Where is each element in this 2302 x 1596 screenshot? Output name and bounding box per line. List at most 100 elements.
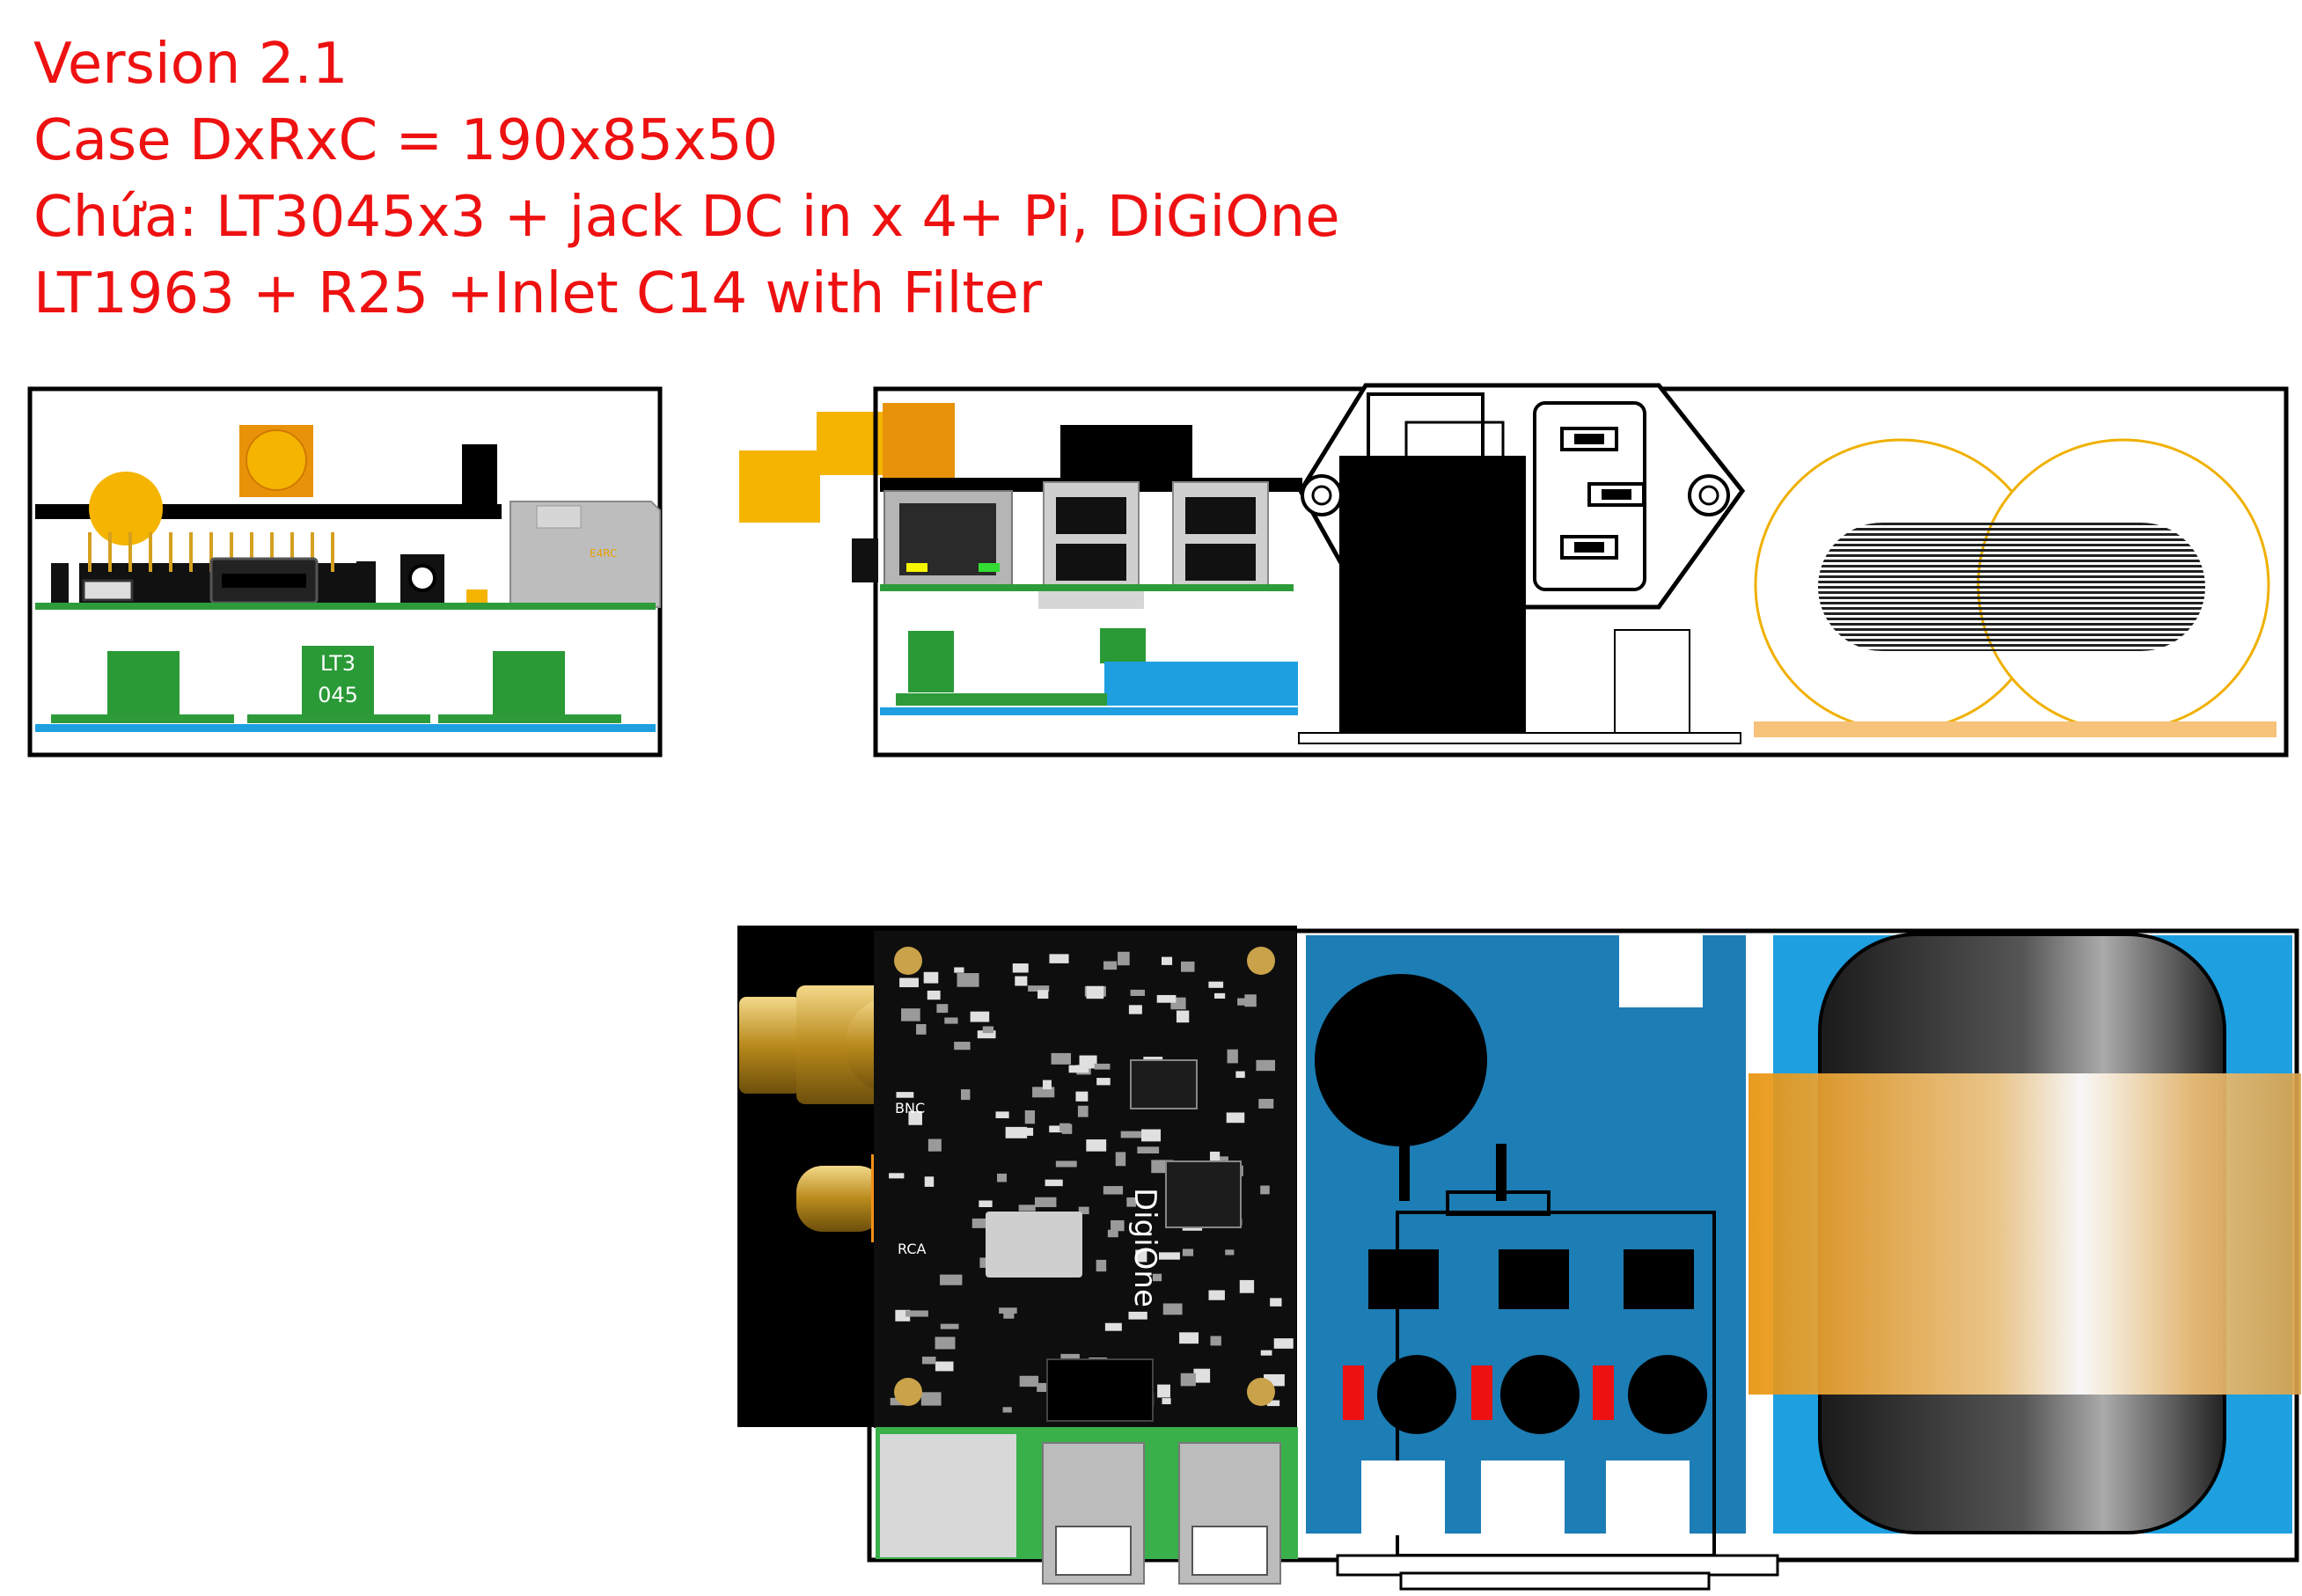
smd-part: [1130, 989, 1146, 996]
smd-part: [940, 1274, 963, 1285]
smd-part: [1162, 1398, 1171, 1405]
lt3045-label-2: 045: [318, 683, 358, 707]
lt-module-right-1: [908, 631, 954, 692]
header-pin: [128, 532, 132, 572]
smd-part: [1024, 1110, 1036, 1124]
smd-part: [1019, 1375, 1039, 1387]
smd-part: [1266, 1400, 1280, 1407]
smd-part: [908, 1110, 922, 1125]
title-block: Version 2.1 Case DxRxC = 190x85x50 Chứa:…: [33, 26, 1340, 333]
smd-part: [1104, 1322, 1122, 1331]
smd-part: [920, 1392, 942, 1406]
filter-black-block: [1339, 456, 1526, 733]
smd-part: [1034, 1197, 1057, 1208]
title-line-components: LT1963 + R25 +Inlet C14 with Filter: [33, 261, 1043, 326]
smd-part: [1176, 1010, 1190, 1023]
smd-part: [1103, 1186, 1124, 1195]
wood-base: [1754, 721, 2276, 737]
smd-part: [957, 973, 979, 987]
smd-part: [1214, 992, 1226, 999]
transformer-windings: [1818, 523, 2205, 651]
smd-part: [916, 1023, 927, 1035]
smd-part: [1256, 1059, 1275, 1072]
smd-part: [1078, 1206, 1089, 1215]
digione-board-side: [1104, 662, 1298, 706]
smd-part: [1208, 1290, 1225, 1300]
smd-part: [1227, 1049, 1238, 1064]
pi-pcb-right: [880, 584, 1294, 591]
smd-part: [1128, 1311, 1147, 1320]
smd-part: [927, 1138, 942, 1152]
orange-part-circle: [246, 429, 307, 491]
smd-part: [1157, 1384, 1170, 1398]
smd-part: [1059, 1123, 1071, 1132]
smd-part: [927, 990, 941, 1000]
smd-part: [960, 1089, 971, 1101]
blue-base-strip: [35, 724, 656, 732]
smd-part: [924, 1176, 935, 1187]
smd-part: [921, 1356, 936, 1365]
title-line-contents: Chứa: LT3045x3 + jack DC in x 4+ Pi, DiG…: [33, 185, 1340, 250]
small-white-box: [1614, 629, 1690, 734]
smd-part: [1270, 1298, 1282, 1307]
smd-part: [1075, 1091, 1089, 1102]
smd-part: [971, 1218, 991, 1228]
smd-part: [1141, 1129, 1162, 1142]
transformer-strap: [1748, 1073, 2301, 1395]
smd-part: [1021, 1127, 1034, 1136]
smd-part: [923, 971, 939, 984]
smd-part: [1077, 1105, 1089, 1117]
smd-part: [1115, 1152, 1126, 1167]
smd-part: [1213, 1156, 1228, 1165]
smd-part: [1237, 998, 1252, 1006]
smd-part: [1045, 1179, 1063, 1187]
smd-part: [899, 977, 919, 988]
smd-part: [979, 1200, 993, 1208]
smd-part: [1012, 963, 1029, 973]
smd-part: [1028, 985, 1050, 992]
smd-part: [1068, 1065, 1089, 1073]
smd-part: [1179, 1332, 1199, 1344]
smd-part: [944, 1017, 958, 1024]
smd-part: [1244, 994, 1257, 1007]
smd-part: [1096, 1259, 1107, 1272]
header-pin: [189, 532, 193, 572]
smd-part: [1209, 1151, 1221, 1166]
smd-part: [1126, 1197, 1137, 1207]
header-pin: [290, 532, 294, 572]
smd-part: [954, 1042, 971, 1051]
smd-part: [1210, 1336, 1221, 1346]
smd-part: [1156, 994, 1177, 1003]
header-pin: [331, 532, 334, 572]
smd-part: [1225, 1249, 1235, 1256]
lt3045-module-2: [302, 646, 374, 714]
smd-part: [1094, 1063, 1111, 1070]
dc-jack-round: [89, 472, 163, 545]
smd-part: [1120, 1131, 1141, 1138]
smd-part: [1049, 1125, 1069, 1133]
header-pin: [250, 532, 253, 572]
lt3045-module-1: [107, 651, 180, 714]
smd-part: [1260, 1350, 1272, 1356]
smd-part: [997, 1173, 1008, 1182]
smd-part: [1086, 1139, 1107, 1152]
smd-part: [901, 1008, 920, 1021]
smd-part: [1107, 1229, 1118, 1238]
smd-part: [1037, 990, 1049, 999]
smd-part: [1239, 1279, 1255, 1293]
lt3045-module-3: [493, 651, 565, 714]
smd-part: [940, 1323, 959, 1329]
silver-module-tag: E4RC: [590, 547, 617, 560]
smd-components: [889, 950, 1294, 1413]
usb-top-2: [1178, 1442, 1281, 1585]
smd-part: [979, 1257, 991, 1269]
title-line-case: Case DxRxC = 190x85x50: [33, 108, 779, 173]
smd-part: [1042, 1080, 1052, 1090]
rca-label: RCA: [898, 1241, 926, 1257]
outside-orange-block: [883, 403, 955, 484]
header-pin: [230, 532, 233, 572]
title-line-version: Version 2.1: [33, 32, 348, 97]
digione-brand-label: DigiOne: [1127, 1188, 1162, 1307]
smd-part: [935, 1336, 956, 1350]
smd-part: [1086, 985, 1104, 999]
